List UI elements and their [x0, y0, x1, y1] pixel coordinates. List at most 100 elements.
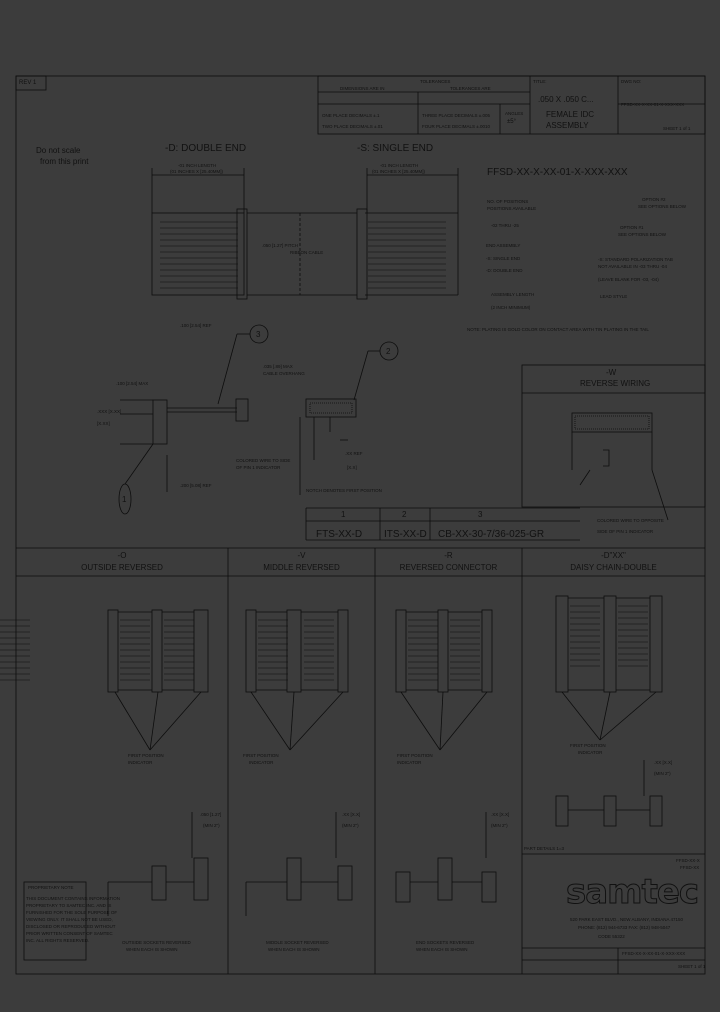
- dimensions-are-label: DIMENSIONS ARE IN: [340, 86, 385, 91]
- title-line-1: .050 X .050 C...: [538, 95, 594, 104]
- part-2: ITS-XX-D: [384, 529, 427, 540]
- option-r-dim: .XX [X.X]: [491, 812, 510, 817]
- parts-col-2: 2: [402, 510, 407, 519]
- three-place-tolerance: THREE PLACE DECIMALS ±.005: [422, 113, 490, 118]
- proprietary-line: VIEWING ONLY. IT SHALL NOT BE USED,: [26, 917, 113, 922]
- option-d-code: -D"XX": [601, 551, 626, 560]
- option2-label: OPTION #2: [642, 197, 666, 202]
- proprietary-line: DISCLOSED OR REPRODUCED WITHOUT: [26, 924, 116, 929]
- polarization-note-3: (LEAVE BLANK FOR -03, -04): [598, 277, 659, 282]
- cable-overhang-dim: .035 [.89] MAX: [263, 364, 293, 369]
- reverse-wiring-note: COLORED WIRE TO OPPOSITE: [597, 518, 664, 523]
- assembly-length-min: (2 INCH MINIMUM): [491, 305, 531, 310]
- reverse-wiring-code: -W: [606, 368, 617, 377]
- option-r-bottom: END SOCKETS REVERSED: [416, 940, 475, 945]
- option-r-bottom-2: WHEN EACH IS SHOWN: [416, 947, 468, 952]
- option2-see: SEE OPTIONS BELOW: [638, 204, 687, 209]
- assembly-length-label: ASSEMBLY LENGTH: [491, 292, 535, 297]
- double-end-title: -D: DOUBLE END: [165, 143, 247, 154]
- option-o-dim: .050 [1.27]: [200, 812, 222, 817]
- callout-3: 3: [256, 330, 261, 339]
- option-v-code: -V: [297, 551, 306, 560]
- parts-col-1: 1: [341, 510, 346, 519]
- reverse-wiring-note-2: SIDE OF PIN 1 INDICATOR: [597, 529, 654, 534]
- two-place-tolerance: TWO PLACE DECIMALS ±.01: [322, 124, 383, 129]
- sheet-number: SHEET 1 of 1: [663, 126, 691, 131]
- option-o-first-pos: FIRST POSITION: [128, 753, 164, 758]
- angles-value: ±5°: [507, 119, 517, 125]
- company-code: CODE 55322: [598, 934, 625, 939]
- proprietary-line: THIS DOCUMENT CONTAINS INFORMATION: [26, 896, 120, 901]
- option1-see: SEE OPTIONS BELOW: [618, 232, 667, 237]
- side-dim: .XXX [X.XX]: [97, 409, 122, 414]
- colored-wire-note: COLORED WIRE TO SIDE: [236, 458, 291, 463]
- dwg-label: DWG NO:: [621, 79, 642, 84]
- option-o-dim-2: (MIN 2"): [203, 823, 220, 828]
- option1-label: OPTION #1: [620, 225, 644, 230]
- option-v-dim: .XX [X.X]: [342, 812, 361, 817]
- footer-dwg-number: FFSD-XX-X-XX-01-X-XXX-XXX: [622, 951, 686, 956]
- angles-label: ANGLES: [505, 111, 524, 116]
- callout-1: 1: [122, 495, 127, 504]
- option-v-bottom-2: WHEN EACH IS SHOWN: [268, 947, 320, 952]
- option-v-first-pos: FIRST POSITION: [243, 753, 279, 758]
- dwg-number: FFSD-XX-X-XX-01-X-XXX-XXX: [621, 102, 685, 107]
- notch-note: NOTCH DENOTES FIRST POSITION: [306, 488, 382, 493]
- option-o-title: OUTSIDE REVERSED: [81, 563, 163, 572]
- parts-col-3: 3: [478, 510, 483, 519]
- polarization-note: -S: STANDARD POLARIZATION TAB: [598, 257, 673, 262]
- small-ref-dim: .XX REF: [345, 451, 363, 456]
- ribbon-cable-note: .050 [1.27] PITCH: [262, 243, 299, 248]
- double-end-pitch-ref: .100 [2.54] REF: [180, 323, 212, 328]
- one-place-tolerance: ONE PLACE DECIMALS ±.1: [322, 113, 380, 118]
- option-r-title: REVERSED CONNECTOR: [399, 563, 498, 572]
- reverse-wiring-title: REVERSE WIRING: [580, 379, 651, 388]
- positions-available: POSITIONS AVAILABLE: [487, 206, 537, 211]
- option-v-first-pos-2: INDICATOR: [249, 760, 274, 765]
- option-v-title: MIDDLE REVERSED: [263, 563, 340, 572]
- callout-2: 2: [386, 347, 391, 356]
- option-d-bottom: PART DETAILS 1=3: [524, 846, 565, 851]
- option-o-code: -O: [117, 551, 127, 560]
- revision-label: REV 1: [19, 80, 37, 86]
- option-r-first-pos: FIRST POSITION: [397, 753, 433, 758]
- single-end-length-dim-2: (01 INCHES X [25.40MM]): [372, 169, 426, 174]
- company-address: 520 PARK EAST BLVD., NEW ALBANY, INDIANA…: [570, 917, 683, 922]
- option-r-code: -R: [444, 551, 453, 560]
- option-d-first-pos-2: INDICATOR: [578, 750, 603, 755]
- option-o-first-pos-2: INDICATOR: [128, 760, 153, 765]
- double-end-length-dim: -01 INCH LENGTH: [178, 163, 217, 168]
- option-v-bottom: MIDDLE SOCKET REVERSED: [266, 940, 329, 945]
- double-end-length-dim-2: (01 INCHES X [25.40MM]): [170, 169, 224, 174]
- option-o-bottom: OUTSIDE SOCKETS REVERSED: [122, 940, 191, 945]
- option-r-first-pos-2: INDICATOR: [397, 760, 422, 765]
- option-d-title: DAISY CHAIN-DOUBLE: [570, 563, 657, 572]
- do-not-scale-note: Do not scale: [36, 146, 81, 155]
- proprietary-title: PROPRIETARY NOTE: [28, 885, 74, 890]
- part-3: CB-XX-30-7/36-025-GR: [438, 529, 545, 540]
- do-not-scale-note-2: from this print: [40, 157, 89, 166]
- small-ref-dim-2: [X.X]: [347, 465, 357, 470]
- option-d-dim-2: (MIN 2"): [654, 771, 671, 776]
- part-1: FTS-XX-D: [316, 529, 363, 540]
- option-o-bottom-2: WHEN EACH IS SHOWN: [126, 947, 178, 952]
- rev-corner: FFSD-XX-X: [676, 858, 700, 863]
- tolerances-header: TOLERANCES: [420, 79, 451, 84]
- option-d-dim: .XX [X.X]: [654, 760, 673, 765]
- part-number-code: FFSD-XX-X-XX-01-X-XXX-XXX: [487, 167, 628, 178]
- samtec-logo: samtec: [565, 872, 699, 913]
- positions-range: -02 THRU -25: [491, 223, 519, 228]
- ribbon-cable-note-2: RIBBON CABLE: [290, 250, 324, 255]
- polarization-note-2: NOT AVAILABLE IN -03 THRU -04: [598, 264, 667, 269]
- footer-sheet: SHEET 1 of 1: [678, 964, 706, 969]
- double-end-ref-bottom: .200 [5.08] REF: [180, 483, 212, 488]
- positions-label: NO. OF POSITIONS: [487, 199, 529, 204]
- proprietary-line: FURNISHED FOR THE SOLE PURPOSE OF: [26, 910, 118, 915]
- option-r-dim-2: (MIN 2"): [491, 823, 508, 828]
- lead-style-label: LEAD STYLE: [600, 294, 628, 299]
- colored-wire-note-2: OF PIN 1 INDICATOR: [236, 465, 281, 470]
- plating-note: NOTE: PLATING IS GOLD COLOR ON CONTACT A…: [467, 327, 649, 332]
- rev-corner-2: FFSD-XX: [680, 865, 700, 870]
- proprietary-line: PRIOR WRITTEN CONSENT OF SAMTEC: [26, 931, 113, 936]
